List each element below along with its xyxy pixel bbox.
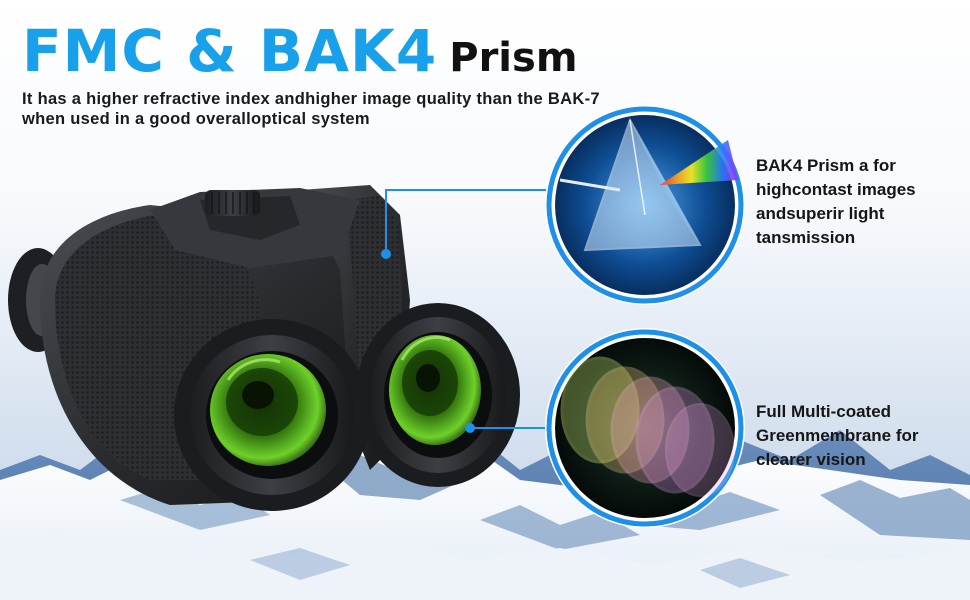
lens-coating-icon — [545, 328, 745, 528]
prism-icon — [545, 105, 745, 305]
prism-connector — [385, 189, 548, 254]
headline-suffix: Prism — [449, 35, 578, 81]
coating-anchor-dot — [465, 423, 475, 433]
description-text: It has a higher refractive index andhigh… — [22, 90, 600, 128]
coating-feature-text: Full Multi-coated Greenmembrane for clea… — [756, 402, 919, 469]
headline-highlight: FMC & BAK4 — [22, 17, 438, 85]
prism-anchor-dot — [381, 249, 391, 259]
prism-feature-text: BAK4 Prism a for highcontast images ands… — [756, 156, 916, 247]
